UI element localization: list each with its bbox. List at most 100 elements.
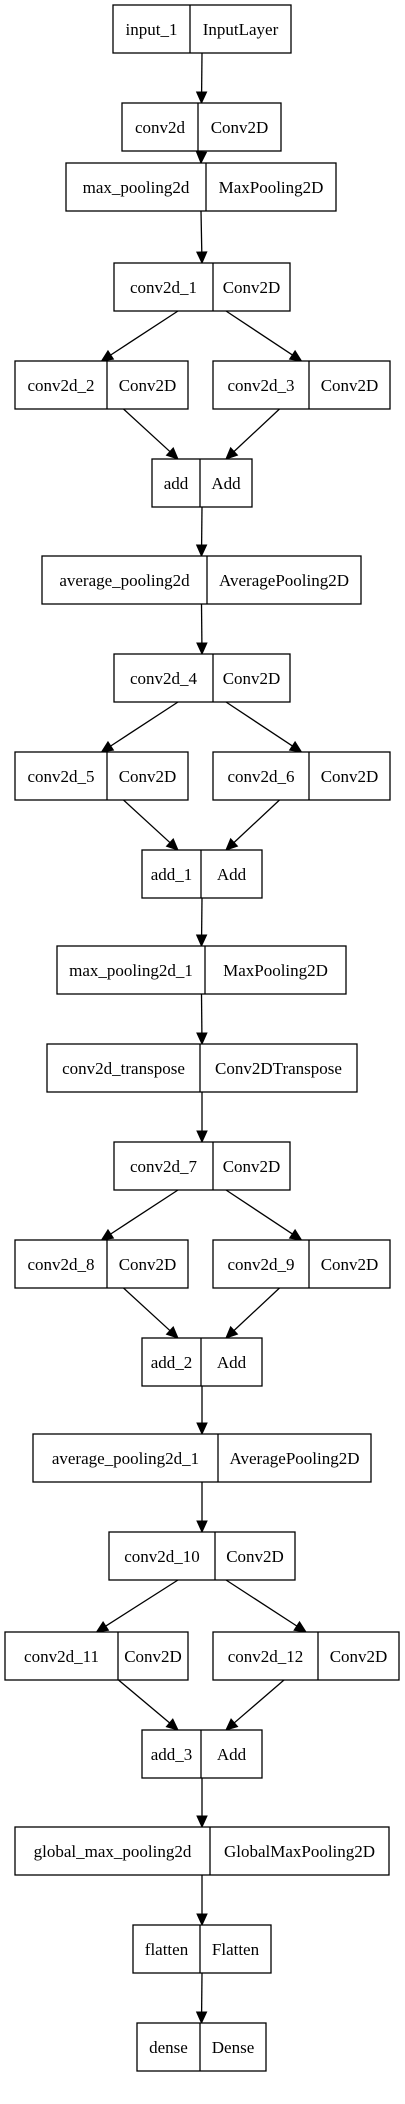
layer-name: conv2d_transpose	[62, 1059, 185, 1078]
arrowhead-conv2d_5-to-add_1	[165, 837, 179, 851]
node-box	[14, 751, 189, 801]
arrowhead-add_1-to-max_pooling2d_1	[195, 934, 208, 948]
node-average_pooling2d: average_pooling2d AveragePooling2D	[41, 555, 362, 605]
layer-name: input_1	[126, 20, 178, 39]
layer-type: Add	[217, 1353, 247, 1372]
edge-conv2d_9-to-add_2	[233, 1287, 280, 1331]
node-box	[212, 1631, 400, 1681]
node-global_max_pooling2d: global_max_pooling2d GlobalMaxPooling2D	[14, 1826, 390, 1876]
node-box	[113, 653, 291, 703]
node-box	[108, 1531, 296, 1581]
arrowhead-global_max_pooling2d-to-flatten	[196, 1913, 208, 1927]
edges-group	[95, 52, 308, 2025]
arrowhead-average_pooling2d-to-conv2d_4	[196, 642, 208, 656]
layer-name: flatten	[145, 1940, 189, 1959]
arrowhead-max_pooling2d_1-to-conv2d_transpose	[196, 1032, 208, 1046]
edge-conv2d_10-to-conv2d_11	[105, 1579, 179, 1627]
node-box	[212, 360, 391, 410]
node-box	[14, 360, 189, 410]
arrowhead-conv2d_4-to-conv2d_6	[288, 740, 303, 753]
edge-conv2d_7-to-conv2d_8	[110, 1189, 179, 1235]
node-box	[141, 1337, 263, 1387]
node-add: add Add	[151, 458, 253, 508]
layer-type: Conv2D	[226, 1547, 284, 1566]
layer-name: conv2d_5	[27, 767, 94, 786]
node-add_1: add_1 Add	[141, 849, 263, 899]
arrowhead-conv2d_1-to-conv2d_3	[288, 349, 303, 362]
layer-name: average_pooling2d_1	[52, 1449, 199, 1468]
layer-type: Conv2D	[119, 1255, 177, 1274]
arrowhead-add-to-average_pooling2d	[195, 544, 208, 558]
edge-conv2d_11-to-add_3	[118, 1679, 170, 1724]
arrowhead-conv2d_12-to-add_3	[225, 1718, 239, 1731]
node-box	[14, 1826, 390, 1876]
layer-name: conv2d_1	[130, 278, 197, 297]
layer-name: add_1	[151, 865, 193, 884]
arrowhead-conv2d_2-to-add	[165, 446, 179, 460]
edge-conv2d_2-to-add	[123, 408, 171, 453]
layer-type: Conv2D	[223, 1157, 281, 1176]
layer-type: Conv2D	[223, 278, 281, 297]
arrowhead-conv2d_transpose-to-conv2d_7	[196, 1130, 208, 1144]
layer-name: max_pooling2d_1	[69, 961, 193, 980]
arrowhead-conv2d_9-to-add_2	[225, 1325, 239, 1339]
arrowhead-average_pooling2d_1-to-conv2d_10	[196, 1520, 208, 1534]
layer-name: average_pooling2d	[59, 571, 190, 590]
layer-name: global_max_pooling2d	[34, 1842, 192, 1861]
layer-name: max_pooling2d	[83, 178, 190, 197]
arrowhead-conv2d_1-to-conv2d_2	[100, 349, 115, 362]
layer-type: Conv2D	[119, 767, 177, 786]
layer-name: add_2	[151, 1353, 193, 1372]
arrowhead-conv2d_7-to-conv2d_8	[100, 1228, 115, 1241]
node-box	[56, 945, 347, 995]
node-box	[113, 1141, 291, 1191]
layer-type: Conv2D	[223, 669, 281, 688]
layer-type: Conv2D	[119, 376, 177, 395]
layer-type: Add	[217, 865, 247, 884]
layer-type: Add	[211, 474, 241, 493]
node-box	[212, 1239, 391, 1289]
node-box	[141, 1729, 263, 1779]
arrowhead-conv2d_4-to-conv2d_5	[100, 740, 115, 753]
layer-type: GlobalMaxPooling2D	[224, 1842, 375, 1861]
edge-conv2d_6-to-add_1	[233, 799, 280, 843]
node-box	[65, 162, 337, 212]
layer-type: Conv2D	[321, 767, 379, 786]
arrowhead-conv2d_7-to-conv2d_9	[288, 1228, 303, 1241]
layer-type: Conv2D	[330, 1647, 388, 1666]
layer-type: Add	[217, 1745, 247, 1764]
layer-name: dense	[149, 2038, 188, 2057]
node-box	[14, 1239, 189, 1289]
node-box	[41, 555, 362, 605]
node-box	[121, 102, 282, 152]
layer-name: add	[164, 474, 189, 493]
arrowhead-conv2d_8-to-add_2	[165, 1325, 179, 1339]
arrowhead-conv2d_3-to-add	[225, 446, 239, 460]
node-box	[113, 262, 291, 312]
arrowhead-max_pooling2d-to-conv2d_1	[196, 251, 208, 265]
edge-conv2d_4-to-conv2d_5	[110, 701, 179, 747]
arrowhead-conv2d_6-to-add_1	[225, 837, 239, 851]
node-box	[132, 1924, 272, 1974]
layer-type: AveragePooling2D	[219, 571, 349, 590]
node-box	[151, 458, 253, 508]
edge-max_pooling2d-to-conv2d_1	[200, 210, 203, 253]
layer-type: Conv2D	[124, 1647, 182, 1666]
edge-conv2d_3-to-add	[233, 408, 280, 452]
edge-conv2d_12-to-add_3	[233, 1679, 285, 1724]
layer-type: InputLayer	[203, 20, 279, 39]
